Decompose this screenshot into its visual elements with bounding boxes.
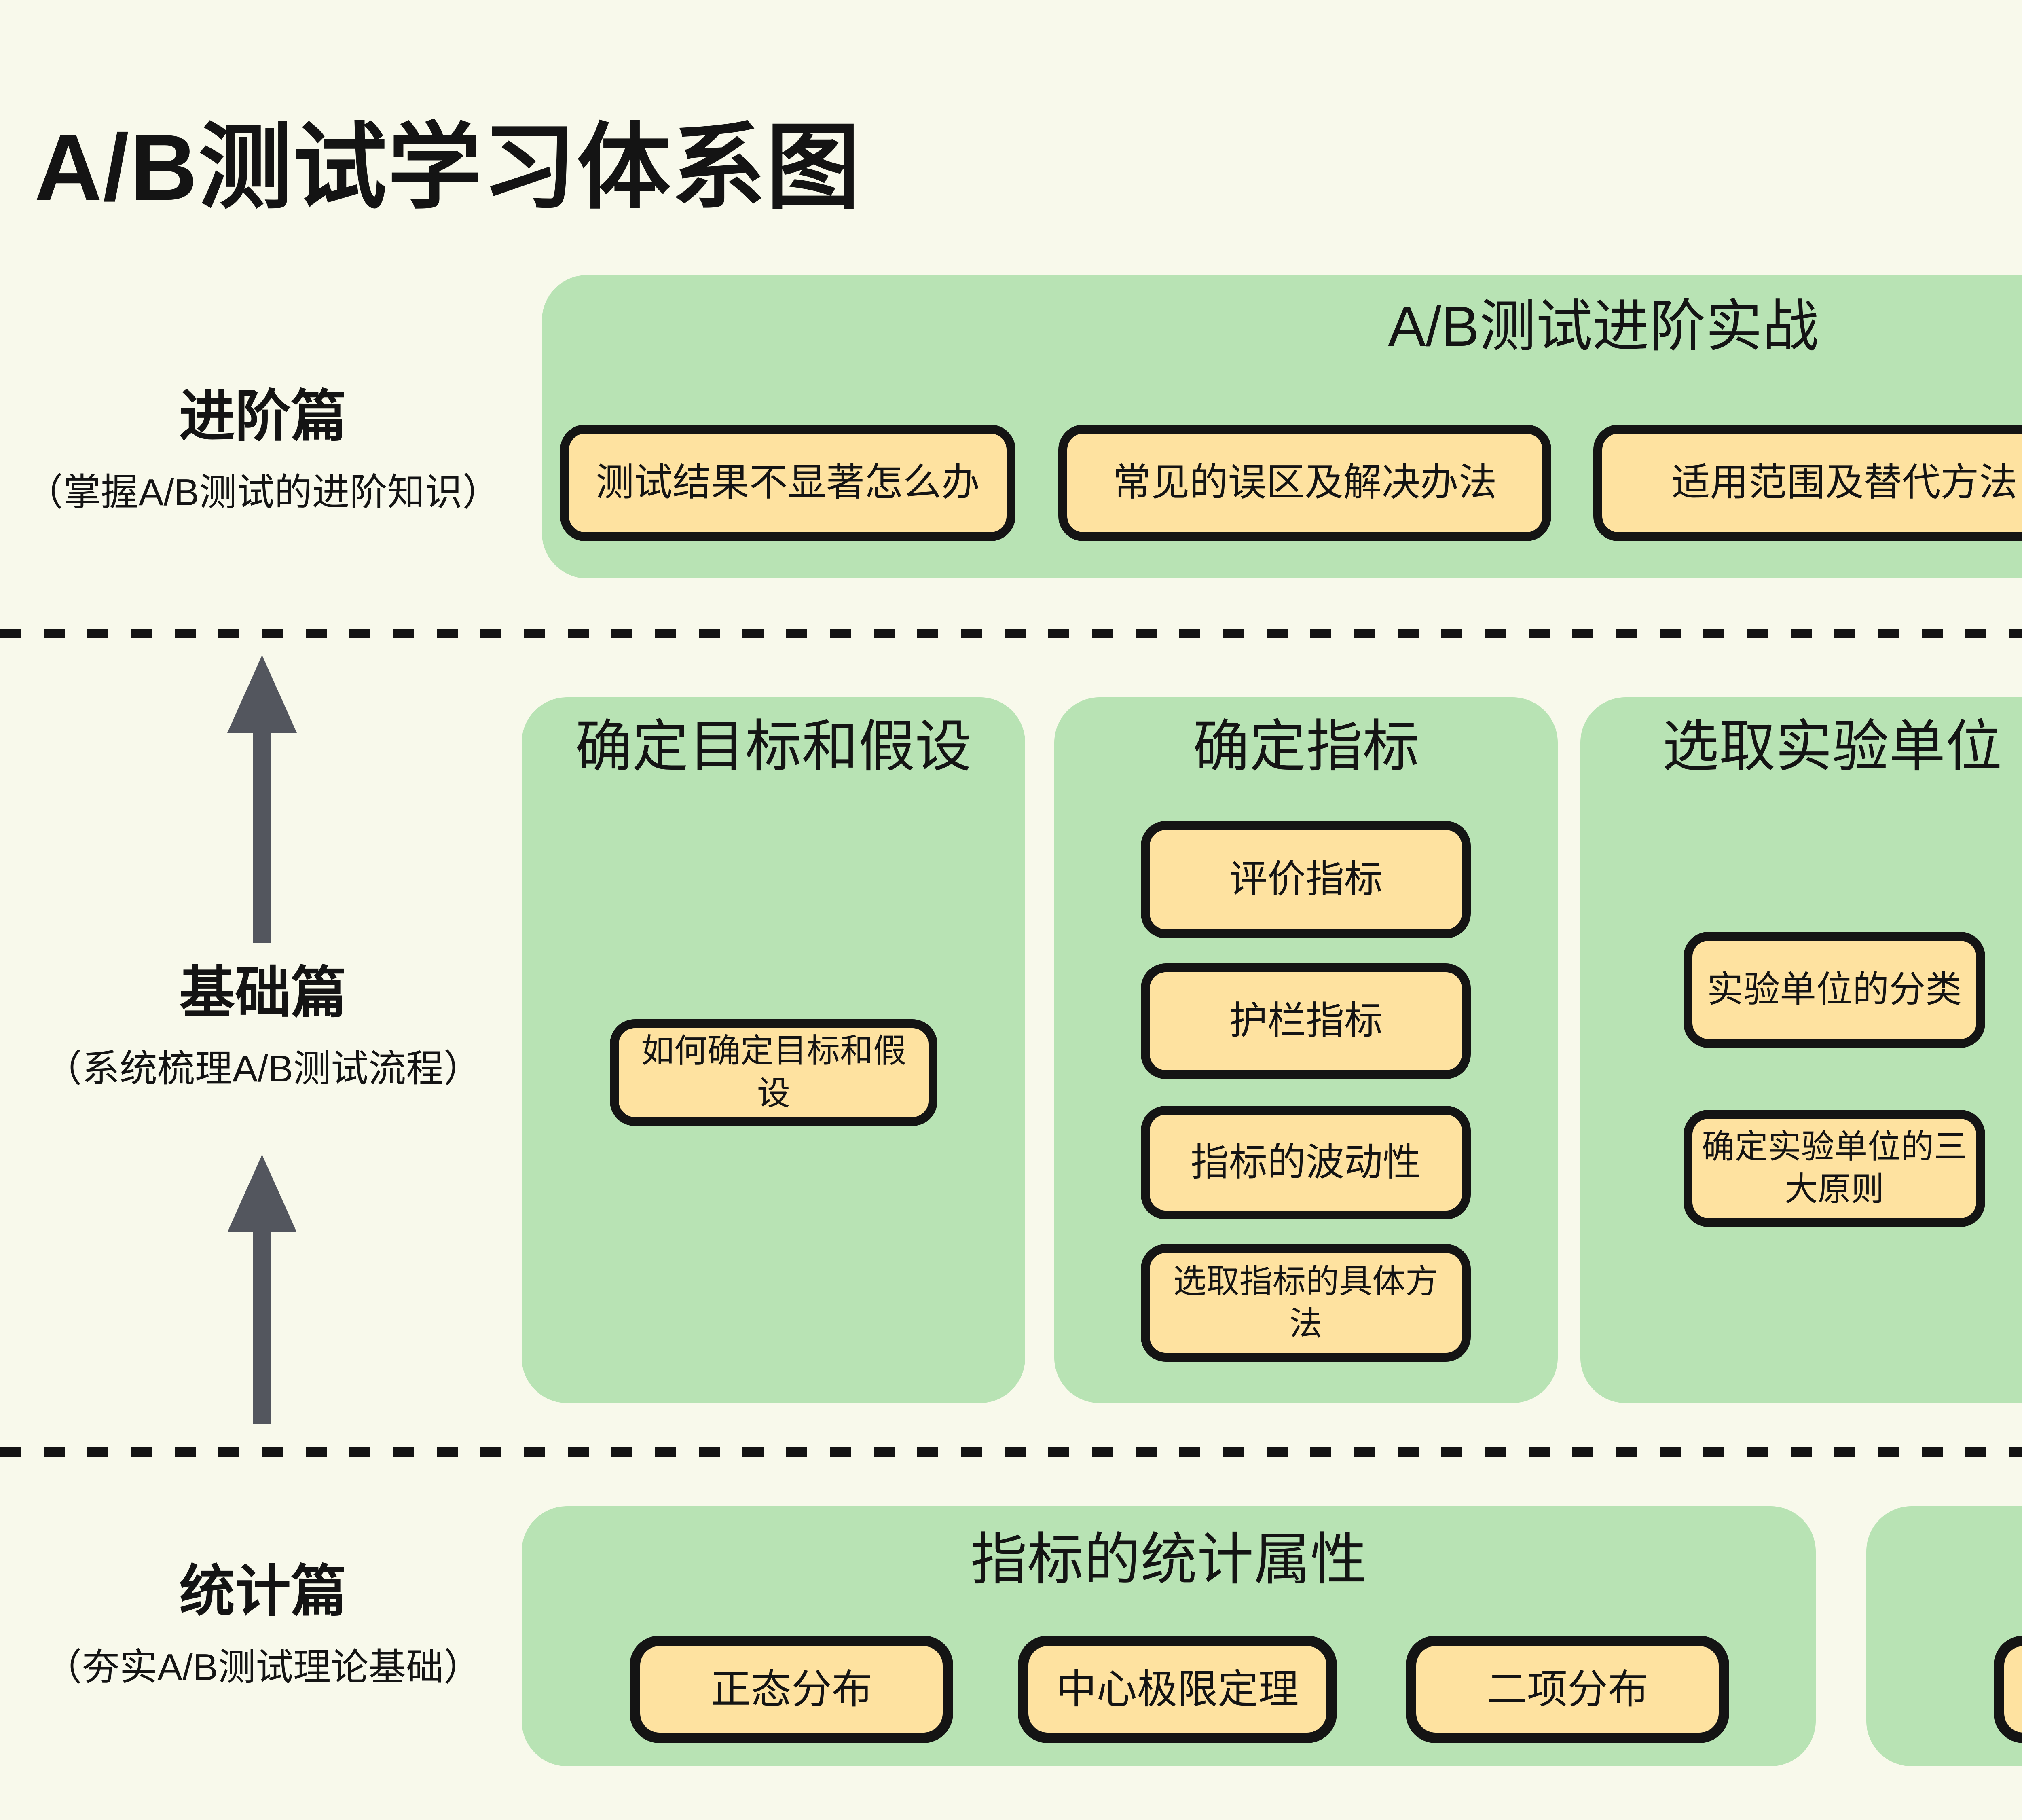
panel-hypothesis-testing-title: 假设检验 bbox=[1866, 1518, 2022, 1591]
advanced-sublabel: （掌握A/B测试的进阶知识） bbox=[25, 471, 500, 513]
topic-chip: 指标的波动性 bbox=[1141, 1106, 1471, 1219]
topic-chip: 护栏指标 bbox=[1141, 963, 1471, 1079]
topic-chip: 零假设和备择假设 bbox=[1994, 1636, 2022, 1743]
stats-sublabel: （夯实A/B测试理论基础） bbox=[44, 1646, 481, 1688]
divider-dashed-bottom bbox=[0, 1447, 2022, 1457]
divider-dashed-top bbox=[0, 629, 2022, 638]
column-define-goal-hypothesis: 确定目标和假设 如何确定目标和假设 bbox=[522, 697, 1025, 1403]
arrow-head bbox=[227, 1155, 297, 1232]
column-define-metrics: 确定指标 评价指标 护栏指标 指标的波动性 选取指标的具体方法 bbox=[1054, 697, 1558, 1403]
basic-label: 基础篇 bbox=[179, 962, 347, 1024]
arrow-shaft bbox=[253, 733, 271, 943]
column-title: 确定目标和假设 bbox=[575, 715, 972, 778]
stats-label: 统计篇 bbox=[179, 1560, 347, 1623]
page-title: A/B测试学习体系图 bbox=[34, 115, 861, 220]
topic-chip: 确定实验单位的三大原则 bbox=[1684, 1110, 1985, 1227]
topic-chip: 常见的误区及解决办法 bbox=[1058, 425, 1551, 541]
panel-metric-statistics-title: 指标的统计属性 bbox=[970, 1528, 1367, 1591]
advanced-label: 进阶篇 bbox=[179, 385, 347, 448]
topic-chip: 正态分布 bbox=[630, 1636, 953, 1743]
column-title: 确定指标 bbox=[1193, 715, 1419, 778]
panel-metric-statistics: 指标的统计属性 正态分布 中心极限定理 二项分布 bbox=[522, 1506, 1816, 1766]
up-arrow-icon bbox=[227, 655, 297, 943]
up-arrow-icon bbox=[227, 1155, 297, 1424]
panel-advanced-practice-title: A/B测试进阶实战 bbox=[1388, 294, 1819, 358]
column-choose-experiment-unit: 选取实验单位 实验单位的分类 确定实验单位的三大原则 bbox=[1580, 697, 2022, 1403]
column-title: 选取实验单位 bbox=[1662, 715, 2002, 778]
topic-chip: 测试结果不显著怎么办 bbox=[560, 425, 1015, 541]
panel-hypothesis-testing: 假设检验 零假设和备择假设 如何选取不同的检验 如何利用假设检验做出判断 bbox=[1866, 1506, 2022, 1766]
basic-sublabel: （系统梳理A/B测试流程） bbox=[44, 1048, 481, 1090]
topic-chip: 选取指标的具体方法 bbox=[1141, 1244, 1471, 1362]
topic-chip: 实验单位的分类 bbox=[1684, 932, 1985, 1048]
topic-chip: 如何确定目标和假设 bbox=[610, 1019, 937, 1126]
topic-chip: 二项分布 bbox=[1406, 1636, 1729, 1743]
arrow-shaft bbox=[253, 1232, 271, 1424]
section-label-advanced: 进阶篇 （掌握A/B测试的进阶知识） bbox=[4, 376, 522, 523]
arrow-head bbox=[227, 655, 297, 733]
section-label-stats: 统计篇 （夯实A/B测试理论基础） bbox=[4, 1551, 522, 1697]
section-label-basic: 基础篇 （系统梳理A/B测试流程） bbox=[4, 952, 522, 1099]
topic-chip: 中心极限定理 bbox=[1018, 1636, 1337, 1743]
panel-advanced-practice: A/B测试进阶实战 测试结果不显著怎么办 常见的误区及解决办法 适用范围及替代方… bbox=[542, 275, 2022, 578]
topic-chip: 评价指标 bbox=[1141, 821, 1471, 938]
topic-chip: 适用范围及替代方法 bbox=[1593, 425, 2022, 541]
